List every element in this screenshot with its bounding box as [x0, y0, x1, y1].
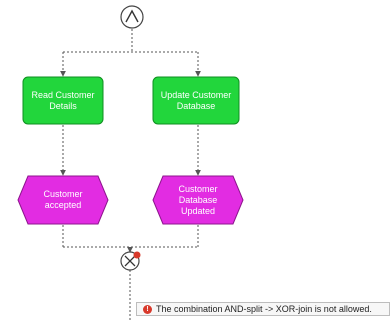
event-customer-accepted[interactable] — [17, 175, 109, 225]
validation-error-tooltip: ! The combination AND-split -> XOR-join … — [136, 302, 390, 316]
and-split-connector[interactable] — [120, 5, 144, 29]
event-customer-database-updated[interactable] — [152, 175, 244, 225]
function-read-customer-details[interactable] — [22, 76, 104, 125]
and-symbol-icon — [125, 9, 139, 23]
xor-symbol-icon — [124, 255, 136, 267]
function-update-customer-database[interactable] — [152, 76, 240, 125]
validation-error-text: The combination AND-split -> XOR-join is… — [156, 304, 372, 314]
error-marker-icon — [133, 251, 141, 259]
xor-join-connector[interactable] — [120, 251, 141, 271]
error-icon: ! — [143, 304, 152, 314]
